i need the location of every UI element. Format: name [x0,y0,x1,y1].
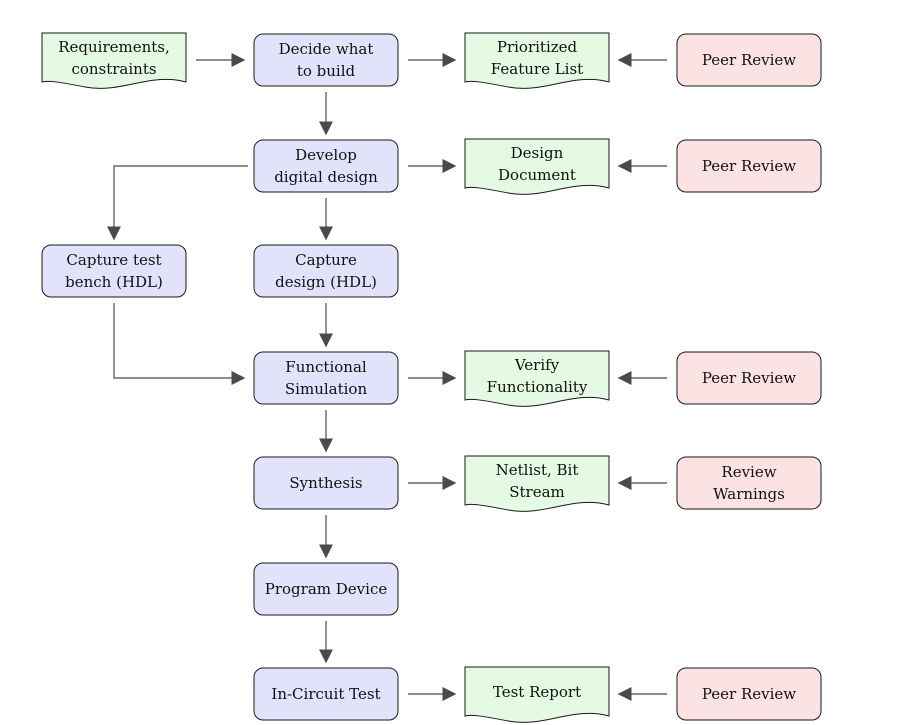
node-label-line: Program Device [265,580,388,598]
node-label-line: Capture test [66,251,161,269]
review-box [676,667,822,721]
node-decide: Decide what to build [253,33,399,87]
node-label-line: constraints [71,60,156,78]
node-label-line: digital design [274,168,378,186]
document-shape [464,350,610,407]
node-label-line: Feature List [491,60,583,78]
process-box [41,244,187,298]
process-box [253,139,399,193]
node-label-line: Capture [295,251,357,269]
process-box [253,351,399,405]
node-label-line: Design [511,144,564,162]
node-label-line: Peer Review [702,157,796,175]
edges-layer [107,53,667,701]
node-label-line: Develop [295,146,357,164]
node-label-line: Stream [509,483,565,501]
review-box [676,351,822,405]
node-review-2: Peer Review [676,139,822,193]
node-label-line: In-Circuit Test [271,685,380,703]
nodes-layer: Requirements, constraints Decide what to bu… [41,32,822,723]
node-in-circuit: In-Circuit Test [253,667,399,721]
node-label-line: Netlist, Bit [496,461,579,479]
node-requirements: Requirements, constraints [41,32,187,89]
node-label-line: Simulation [285,380,368,398]
node-test-report: Test Report [464,666,610,723]
node-label-line: Review [721,463,776,481]
edge-test-bench-to-func-sim [113,303,246,385]
document-shape [464,138,610,195]
node-capture-design: Capture design (HDL) [253,244,399,298]
node-label-line: design (HDL) [275,273,377,291]
process-box [253,667,399,721]
node-label-line: to build [297,62,356,80]
document-shape [464,455,610,512]
document-shape [464,32,610,89]
node-label-line: Document [498,166,576,184]
node-review-3: Peer Review [676,351,822,405]
node-label-line: Peer Review [702,369,796,387]
node-review-4: Peer Review [676,667,822,721]
document-shape [464,666,610,723]
node-develop: Develop digital design [253,139,399,193]
node-label-line: Verify [514,356,560,374]
node-label-line: Test Report [493,683,581,701]
review-box [676,139,822,193]
process-box [253,33,399,87]
node-label-line: Synthesis [289,474,362,492]
process-box [253,456,399,510]
node-label-line: Prioritized [497,38,578,56]
edge-develop-to-test-bench [107,165,248,241]
node-test-bench: Capture test bench (HDL) [41,244,187,298]
review-box [676,456,822,510]
node-label-line: Decide what [279,40,374,58]
review-box [676,33,822,87]
node-program: Program Device [253,562,399,616]
process-box [253,244,399,298]
node-label-line: bench (HDL) [65,273,163,291]
document-shape [41,32,187,89]
node-label-line: Peer Review [702,51,796,69]
node-review-1: Peer Review [676,33,822,87]
node-label-line: Peer Review [702,685,796,703]
node-synthesis: Synthesis [253,456,399,510]
node-label-line: Requirements, [58,38,170,56]
process-box [253,562,399,616]
node-label-line: Warnings [713,485,785,503]
node-label-line: Functionality [487,378,588,396]
node-label-line: Functional [285,358,367,376]
